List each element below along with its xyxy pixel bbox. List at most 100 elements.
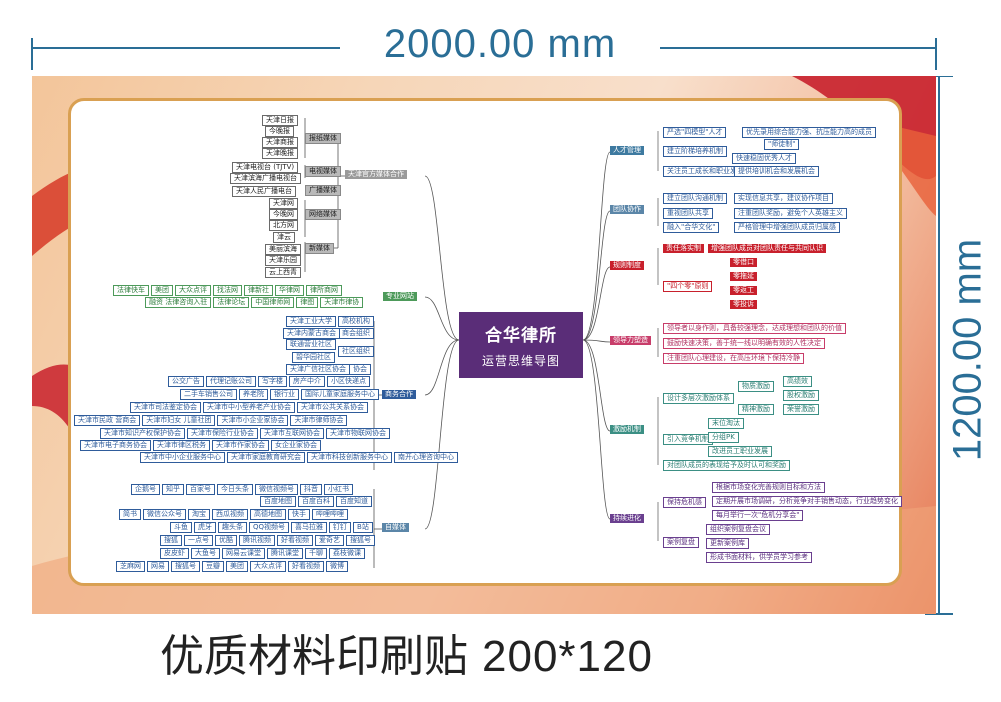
self-item: 网易云课堂	[222, 548, 265, 559]
self-item: 优酷	[215, 535, 237, 546]
group-assoc: 协会	[349, 364, 371, 375]
self-item: 斗鱼	[170, 522, 192, 533]
group-com: 社区组织	[338, 346, 374, 357]
self-row-4: 斗鱼 虎牙 趣头条 QQ视频号 喜马拉雅 钉钉 B站	[170, 522, 373, 533]
biz-item: 公交广告	[168, 376, 204, 387]
group-tv: 电视媒体	[305, 166, 341, 177]
biz-row-3: 天津市司法鉴定协会 天津市中小型养老产业协会 天津市公共关系协会	[130, 402, 368, 413]
media-item: 津云	[273, 232, 295, 243]
web-item: 大众点评	[175, 285, 211, 296]
self-item: 大鱼号	[191, 548, 220, 559]
biz-item: 天津工业大学	[286, 316, 336, 327]
self-item: 简书	[119, 509, 141, 520]
self-item: 淘宝	[188, 509, 210, 520]
branch-self: 自媒体	[382, 523, 409, 532]
branch-team: 团队协作	[610, 205, 644, 214]
self-item: 搜狐号	[346, 535, 375, 546]
rules-item: 零投诉	[730, 300, 757, 309]
group-hq: 高校机构	[338, 316, 374, 327]
self-row-5: 搜狐 一点号 优酷 腾讯视频 好看视频 爱奇艺 搜狐号	[160, 535, 375, 546]
biz-item: 女企业家协会	[271, 440, 321, 451]
talent-item: 优先录用综合能力强、抗压能力高的成员	[742, 127, 876, 138]
self-item: 微信视频号	[255, 484, 298, 495]
self-item: 百度百科	[298, 496, 334, 507]
self-item: 好看视频	[288, 561, 324, 572]
media-item: 云上西青	[265, 267, 301, 278]
biz-item: 天津市中小型养老产业协会	[203, 402, 295, 413]
group-paper: 报纸媒体	[305, 133, 341, 144]
media-item: 天津晚报	[262, 148, 298, 159]
media-item: 天津商报	[262, 137, 298, 148]
rules-item: 零借口	[730, 258, 757, 267]
biz-item: 天津市作家协会	[212, 440, 269, 451]
lead-item: 注重团队心理建设，在高压环境下保持冷静	[663, 353, 804, 364]
self-row-6: 皮皮虾 大鱼号 网易云课堂 腾讯课堂 千聊 荔枝微课	[160, 548, 365, 559]
self-item: 荔枝微课	[329, 548, 365, 559]
rules-item: "四个零"原则	[663, 281, 713, 292]
biz-item: 天津市司法鉴定协会	[130, 402, 201, 413]
biz-item: 二手车销售公司	[180, 389, 237, 400]
web-item: 华律网	[275, 285, 304, 296]
team-item: 建立团队沟通机制	[663, 193, 727, 204]
inc-item: 高绩效	[783, 376, 812, 387]
grow-item: 根据市场变化完善规则目标和方法	[712, 482, 825, 493]
rules-item: 零拖延	[730, 272, 757, 281]
talent-item: 快速稳固优秀人才	[732, 153, 796, 164]
web-item: 律新社	[244, 285, 273, 296]
inc-item: 物质激励	[738, 381, 774, 392]
inc-item: 股权激励	[783, 390, 819, 401]
web-item: 法律快车	[113, 285, 149, 296]
biz-item: 天津市公共关系协会	[297, 402, 368, 413]
grow-item: 形成书面材料，供学员学习参考	[706, 552, 812, 563]
center-title: 合华律所	[485, 326, 557, 346]
self-item: QQ视频号	[249, 522, 290, 533]
inc-item: 引入竞争机制	[663, 434, 713, 445]
branch-talent: 人才管理	[610, 146, 644, 155]
self-item: 小红书	[324, 484, 353, 495]
grow-item: 案例复盘	[663, 537, 699, 548]
inc-item: 精神激励	[738, 404, 774, 415]
bottom-caption: 优质材料印刷贴 200*120	[160, 620, 840, 682]
biz-row-4: 天津市民政 营商会 天津市妇女 儿童社团 天津市小企业家协会 天津市律师协会	[74, 415, 348, 426]
talent-item: 提供培训机会和发展机会	[734, 166, 819, 177]
media-item: 今晚报	[265, 126, 294, 137]
biz-item: 养老院	[239, 389, 268, 400]
self-item: 皮皮虾	[160, 548, 189, 559]
self-item: 哔哩哔哩	[312, 509, 348, 520]
self-item: 虎牙	[194, 522, 216, 533]
biz-item: 天津市民政 营商会	[74, 415, 141, 426]
biz-item: 房产中介	[289, 376, 325, 387]
branch-lead: 领导力塑造	[610, 336, 651, 345]
self-item: 喜马拉雅	[291, 522, 328, 533]
biz-item: 南开心理咨询中心	[394, 452, 458, 463]
web-item: 天津市律协	[320, 297, 364, 308]
self-item: 腾讯课堂	[267, 548, 303, 559]
team-item: 实现信息共享，建议协作项目	[734, 193, 833, 204]
biz-item: 天津市保险行业协会	[187, 428, 258, 439]
biz-item: 天津市物联网协会	[326, 428, 390, 439]
web-item: 中国律师网	[251, 297, 295, 308]
media-item: 今晚网	[269, 209, 298, 220]
grow-item: 更新案例库	[706, 538, 749, 549]
media-item: 天津人民广播电台	[232, 186, 296, 197]
group-radio: 广播媒体	[305, 185, 341, 196]
biz-row-5: 天津市知识产权保护协会 天津市保险行业协会 天津市互联网协会 天津市物联网协会	[100, 428, 390, 439]
branch-biz: 商务合作	[382, 390, 416, 399]
rules-item: 零返工	[730, 286, 757, 295]
self-item: 知乎	[162, 484, 184, 495]
biz-item: 天津市律师协会	[290, 415, 348, 426]
self-item: 搜狐	[160, 535, 182, 546]
team-item: 严格管理中增强团队成员归属感	[734, 222, 840, 233]
biz-item: 天津市电子商务协会	[80, 440, 151, 451]
biz-item: 代理记账公司	[206, 376, 256, 387]
biz-row-2: 二手车销售公司 养老院 银行业 国际儿童家庭服务中心	[180, 389, 379, 400]
biz-item: 碧华园社区	[292, 352, 335, 363]
self-row-7: 芝麻网 网易 搜狐号 豆瓣 美团 大众点评 好看视频 微博	[116, 561, 348, 572]
biz-row-6: 天津市电子商务协会 天津市律区税务 天津市作家协会 女企业家协会	[80, 440, 321, 451]
grow-item: 组织案例复盘会议	[706, 524, 770, 535]
biz-item: 天津市知识产权保护协会	[100, 428, 185, 439]
self-item: 爱奇艺	[315, 535, 344, 546]
biz-item: 小区快递点	[327, 376, 370, 387]
biz-row-1: 公交广告 代理记账公司 写字楼 房产中介 小区快递点	[168, 376, 370, 387]
talent-item: 建立阶梯培养机制	[663, 146, 727, 157]
